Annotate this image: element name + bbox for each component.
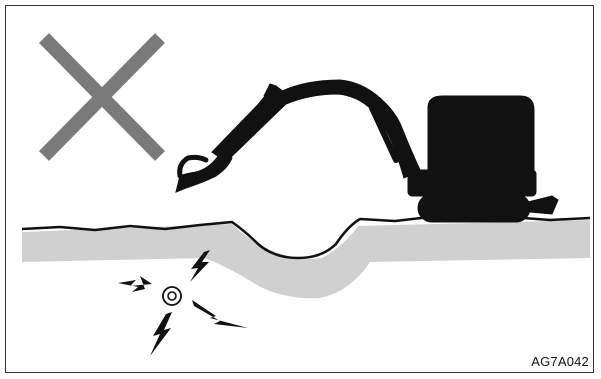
excavator-icon xyxy=(176,80,558,222)
excavator-blade xyxy=(528,196,558,214)
lightning-bolt-lower xyxy=(150,312,172,356)
excavator-bucket xyxy=(176,150,232,192)
prohibited-x-icon xyxy=(44,38,160,156)
lightning-bolt-upper-left xyxy=(118,276,152,292)
lightning-bolt-right xyxy=(192,300,248,328)
excavator-cab xyxy=(428,96,534,176)
excavator-boom xyxy=(280,80,420,178)
excavator-tracks xyxy=(418,194,530,222)
excavator-arm xyxy=(212,86,292,162)
figure-code: AG7A042 xyxy=(531,354,589,369)
ground-soil xyxy=(22,220,590,298)
